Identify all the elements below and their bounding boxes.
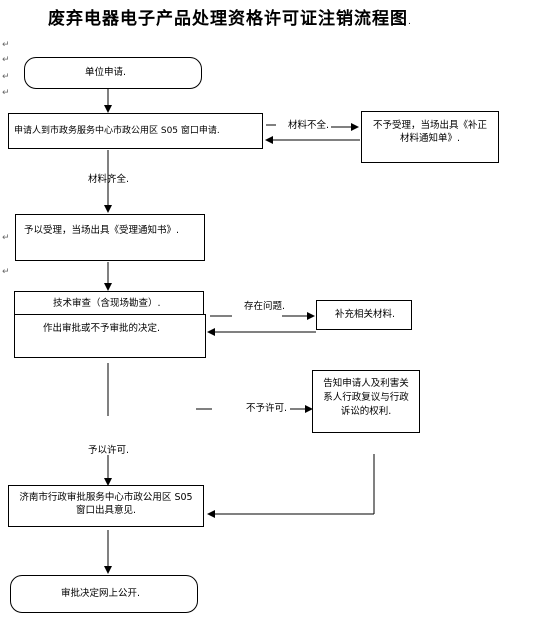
diagram-title: 废弃电器电子产品处理资格许可证注销流程图. [48,9,412,29]
edge-label-incomplete: 材料不全. [288,120,330,131]
node-reject: 不予受理，当场出具《补正材料通知单》. [361,111,499,163]
node-issue: 济南市行政审批服务中心市政公用区 S05 窗口出具意见. [8,485,204,527]
edge-label-not-permit: 不予许可. [246,403,288,414]
paragraph-mark: ↵ [2,267,10,277]
node-review: 技术审查（含现场勘查）. [14,291,204,315]
node-apply: 单位申请. [24,57,202,89]
node-inform: 告知申请人及利害关系人行政复议与行政诉讼的权利. [312,370,420,433]
node-publish: 审批决定网上公开. [10,575,198,613]
node-accept: 予以受理，当场出具《受理通知书》. [15,214,205,261]
paragraph-mark: ↵ [2,72,10,82]
edge-label-complete: 材料齐全. [88,174,130,185]
edge-label-permit: 予以许可. [88,445,130,456]
paragraph-mark: ↵ [2,233,10,243]
paragraph-mark: ↵ [2,88,10,98]
node-decide: 作出审批或不予审批的决定. [14,314,206,358]
paragraph-mark: ↵ [2,40,10,50]
node-supplement: 补充相关材料. [316,300,412,330]
node-submit: 申请人到市政务服务中心市政公用区 S05 窗口申请. [8,113,263,149]
edge-label-problem: 存在问题. [244,301,286,312]
paragraph-mark: ↵ [2,55,10,65]
